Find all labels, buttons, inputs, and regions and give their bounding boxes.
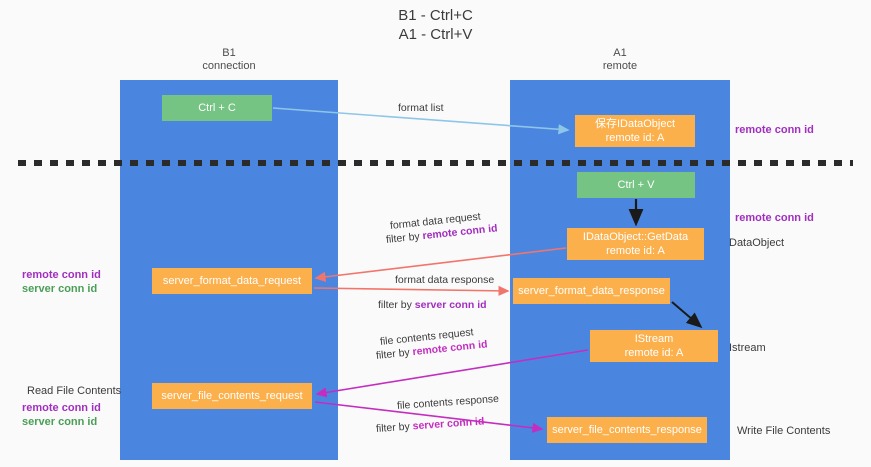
node-ctrl-v[interactable]: Ctrl + V	[577, 172, 695, 198]
annotation-istream: Istream	[729, 342, 766, 354]
node-save-idataobject[interactable]: 保存IDataObject remote id: A	[575, 115, 695, 147]
annotation-remote-conn-id-mid: remote conn id	[735, 212, 814, 224]
title-line-1: B1 - Ctrl+C	[398, 7, 473, 24]
node-idataobject-getdata-subtitle: remote id: A	[606, 245, 665, 257]
node-save-idataobject-label: 保存IDataObject	[594, 118, 676, 130]
connector-format-list	[272, 107, 570, 135]
connector-file-contents-request	[315, 349, 589, 398]
swimlane-header-a1-name: A1	[613, 47, 627, 59]
annotation-left-remote-conn-id: remote conn id	[22, 269, 101, 281]
swimlane-header-a1: A1 remote	[510, 47, 730, 73]
node-ctrl-v-label: Ctrl + V	[617, 179, 655, 191]
annotation-read-file-contents: Read File Contents	[27, 385, 122, 397]
connector-response-istream	[671, 301, 703, 329]
edge-label-format-data-response-filter: filter by server conn id	[378, 298, 487, 312]
node-istream-subtitle: remote id: A	[624, 347, 684, 359]
annotation-left-remote-conn-id-2: remote conn id	[22, 402, 101, 414]
title-line-2: A1 - Ctrl+V	[398, 26, 473, 43]
node-server-format-data-response-label: server_format_data_response	[518, 285, 665, 297]
annotation-write-file-contents: Write File Contents	[737, 425, 831, 437]
node-istream-label: IStream	[634, 333, 674, 345]
node-ctrl-c[interactable]: Ctrl + C	[162, 95, 272, 121]
swimlane-header-a1-sub: remote	[602, 60, 638, 72]
node-idataobject-getdata-label: IDataObject::GetData	[582, 231, 689, 243]
connector-file-contents-response	[314, 401, 544, 433]
node-istream[interactable]: IStream remote id: A	[590, 330, 718, 362]
annotation-remote-conn-id-top: remote conn id	[735, 124, 814, 136]
phase-divider	[18, 160, 853, 166]
node-idataobject-getdata[interactable]: IDataObject::GetData remote id: A	[567, 228, 704, 260]
swimlane-header-b1-sub: connection	[202, 60, 256, 72]
connector-format-data-response	[313, 285, 510, 296]
node-save-idataobject-subtitle: remote id: A	[605, 132, 665, 144]
annotation-left-server-conn-id-2: server conn id	[22, 416, 98, 428]
edge-label-format-list: format list	[398, 102, 444, 114]
filter-by-text: filter by	[375, 346, 414, 362]
edge-label-format-data-response: format data response	[395, 274, 495, 286]
node-ctrl-c-label: Ctrl + C	[198, 102, 236, 114]
connector-format-data-request	[314, 247, 567, 282]
swimlane-header-b1: B1 connection	[119, 47, 339, 73]
node-server-format-data-request-label: server_format_data_request	[162, 275, 302, 287]
filter-by-text: filter by	[385, 230, 424, 246]
page-title: B1 - Ctrl+C A1 - Ctrl+V	[0, 6, 871, 44]
node-server-file-contents-response-label: server_file_contents_response	[552, 424, 702, 436]
filter-by-text: filter by	[375, 420, 414, 435]
node-server-format-data-response[interactable]: server_format_data_response	[513, 278, 670, 304]
node-server-format-data-request[interactable]: server_format_data_request	[152, 268, 312, 294]
filter-key-server-conn-id: server conn id	[414, 299, 487, 311]
node-server-file-contents-request[interactable]: server_file_contents_request	[152, 383, 312, 409]
annotation-left-server-conn-id: server conn id	[22, 283, 98, 295]
node-server-file-contents-request-label: server_file_contents_request	[161, 390, 303, 402]
filter-by-text: filter by	[378, 299, 415, 311]
annotation-dataobject: DataObject	[729, 237, 785, 249]
swimlane-header-b1-name: B1	[222, 47, 236, 59]
node-server-file-contents-response[interactable]: server_file_contents_response	[547, 417, 707, 443]
